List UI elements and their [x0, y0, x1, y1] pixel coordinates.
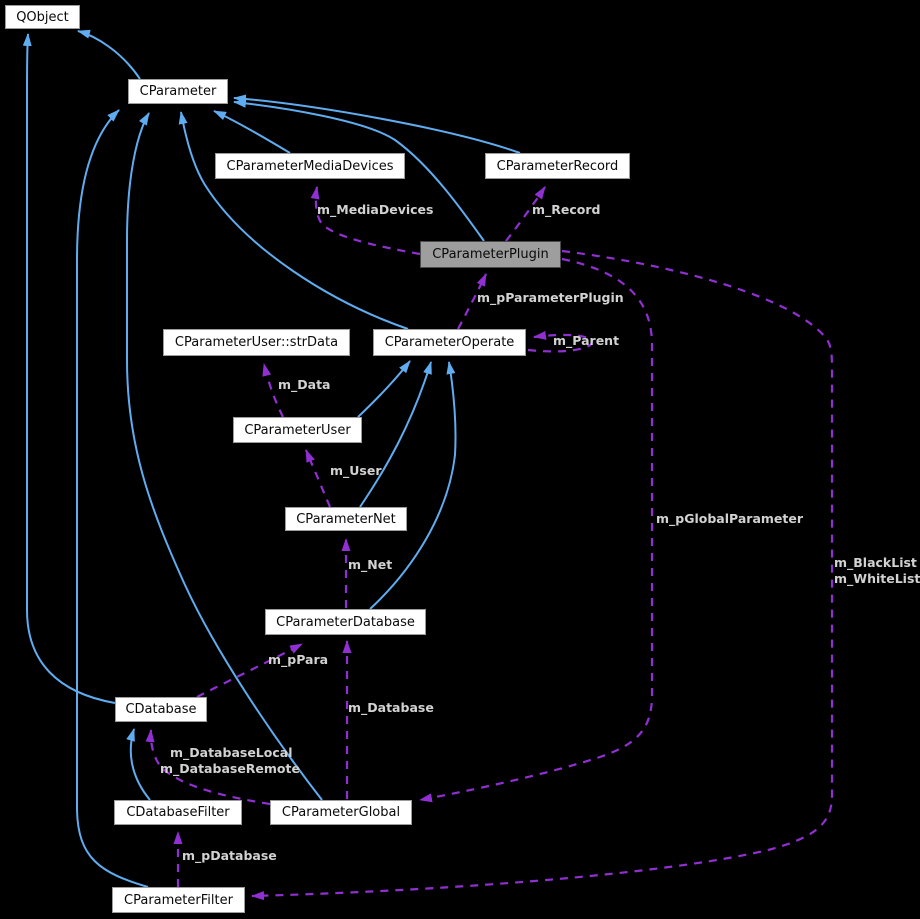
edge-label-m-ppara: m_pPara: [268, 652, 329, 667]
edge-label-m-databaselocal: m_DatabaseLocal: [170, 745, 293, 760]
node-cdatabase[interactable]: CDatabase: [115, 697, 207, 722]
edge-label-m-net: m_Net: [348, 557, 393, 572]
node-cparameteruser[interactable]: CParameterUser: [233, 417, 362, 443]
edge-label-m-mediadevices: m_MediaDevices: [317, 202, 434, 217]
node-cparametermediadevices-label: CParameterMediaDevices: [226, 158, 394, 174]
node-cparameteruser-strdata-label: CParameterUser::strData: [174, 335, 339, 350]
edge-inherit-cdatabasefilter-to-cdatabase: [126, 728, 151, 801]
node-cparameterfilter-label: CParameterFilter: [124, 892, 233, 908]
node-cparameteruser-strdata[interactable]: CParameterUser::strData: [163, 329, 350, 356]
edge-inherit-cparameternet-to-cparameteroperate: [359, 361, 432, 508]
node-qobject[interactable]: QObject: [5, 5, 80, 29]
node-cparameterplugin-label: CParameterPlugin: [432, 247, 549, 262]
edge-label-m-pglobalparameter: m_pGlobalParameter: [656, 511, 804, 526]
edge-inherit-cparameterdatabase-to-cparameteroperate: [369, 361, 457, 610]
edge-inherit-cparametermediadevices-to-cparameter: [213, 110, 291, 154]
edge-inherit-cparameterplugin-to-cparameter: [233, 98, 485, 242]
edge-member-m-data: [262, 363, 284, 418]
edge-member-m-pparameterplugin: [457, 273, 487, 330]
edge-label-m-whitelist: m_WhiteList: [834, 571, 920, 586]
edge-label-m-pparameterplugin: m_pParameterPlugin: [477, 290, 624, 305]
edge-inherit-cparameter-to-qobject: [77, 29, 141, 80]
node-cdatabasefilter-label: CDatabaseFilter: [126, 805, 230, 820]
edge-member-m-user: [304, 449, 332, 508]
node-cparametermediadevices[interactable]: CParameterMediaDevices: [215, 153, 405, 179]
edge-member-m-ppara: [196, 643, 303, 698]
edge-member-m-databaselocal-m-databaseremote: [145, 729, 271, 806]
node-cdatabase-label: CDatabase: [125, 702, 197, 717]
edge-label-m-data: m_Data: [278, 377, 331, 392]
edge-label-m-user: m_User: [330, 463, 382, 478]
node-cparameteroperate[interactable]: CParameterOperate: [373, 329, 526, 356]
node-cparameternet[interactable]: CParameterNet: [285, 507, 407, 531]
edge-inherit-cparameteroperate-to-cparameter: [178, 111, 409, 330]
node-cparameteroperate-label: CParameterOperate: [384, 335, 515, 350]
edge-member-m-mediadevices: [310, 186, 421, 256]
node-cparameter-label: CParameter: [139, 84, 217, 99]
node-cparameterrecord[interactable]: CParameterRecord: [485, 153, 630, 179]
edge-member-m-pglobalparameter: [419, 257, 654, 803]
node-cparameterdatabase-label: CParameterDatabase: [276, 614, 415, 630]
node-qobject-label: QObject: [16, 9, 69, 25]
node-cparameternet-label: CParameterNet: [296, 511, 396, 527]
node-cparameterdatabase[interactable]: CParameterDatabase: [265, 609, 426, 635]
node-cparameteruser-label: CParameterUser: [244, 422, 351, 438]
node-cparameterglobal-label: CParameterGlobal: [281, 805, 401, 820]
edge-member-m-record: [505, 186, 546, 242]
edge-label-m-pdatabase: m_pDatabase: [182, 848, 277, 863]
edge-member-m-blacklist-m-whitelist: [251, 249, 834, 901]
node-cdatabasefilter[interactable]: CDatabaseFilter: [114, 800, 242, 825]
edge-label-m-databaseremote: m_DatabaseRemote: [160, 761, 300, 776]
edge-inherit-cparameterglobal-to-cparameter: [126, 112, 323, 801]
edge-label-m-blacklist: m_BlackList: [834, 555, 917, 570]
edge-member-m-parent-self-loop: [527, 331, 594, 353]
edge-inherit-cparameterfilter-to-cparameter: [76, 109, 149, 888]
node-cparameterfilter[interactable]: CParameterFilter: [112, 887, 245, 913]
edge-inherit-cparameterrecord-to-cparameter: [233, 94, 521, 154]
edge-label-m-database: m_Database: [348, 700, 434, 715]
node-cparameterrecord-label: CParameterRecord: [496, 158, 619, 174]
node-cparameter[interactable]: CParameter: [128, 79, 228, 104]
node-cparameterglobal[interactable]: CParameterGlobal: [270, 800, 412, 825]
edge-label-m-record: m_Record: [532, 202, 601, 217]
edge-label-m-parent: m_Parent: [553, 333, 620, 348]
edge-inherit-cparameteruser-to-cparameteroperate: [357, 360, 411, 418]
node-cparameterplugin[interactable]: CParameterPlugin: [420, 241, 561, 268]
